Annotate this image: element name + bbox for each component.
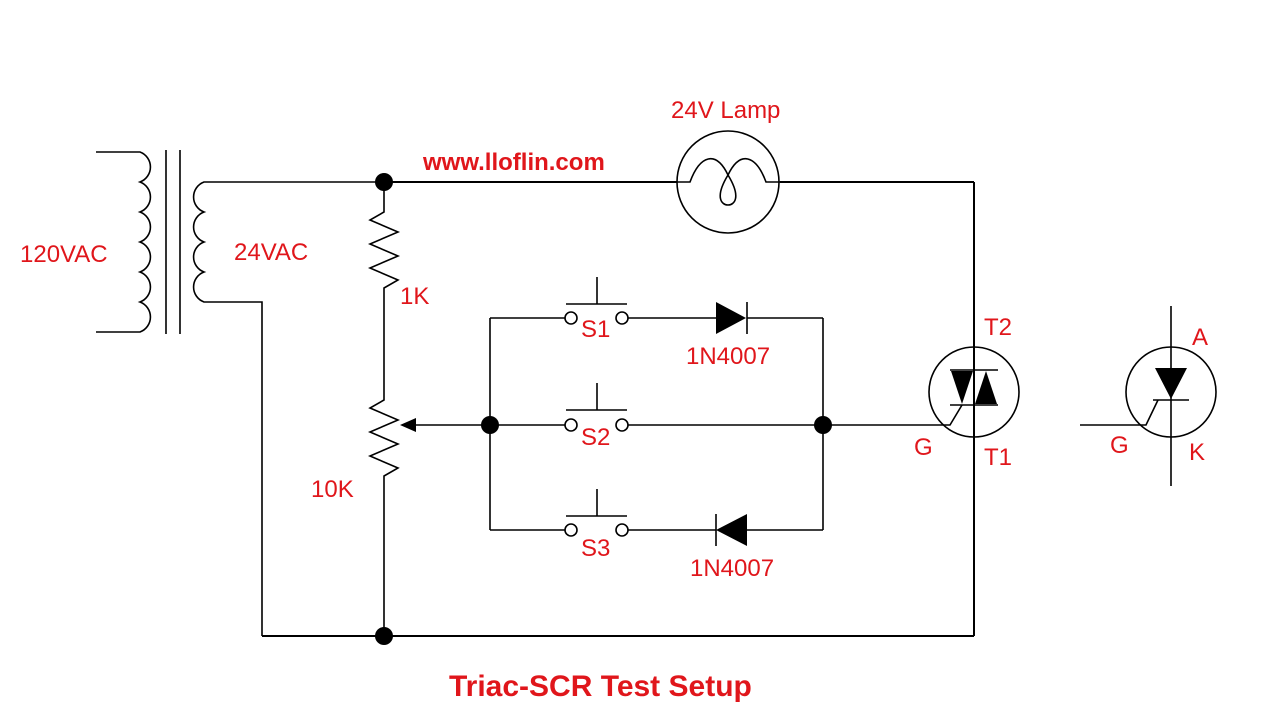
lamp: 24V Lamp <box>671 97 780 234</box>
switch-s3: S3 <box>490 489 716 562</box>
potentiometer-10k-label: 10K <box>311 476 354 503</box>
lamp-bulb <box>676 130 780 234</box>
top-rail <box>384 181 975 636</box>
primary-voltage-label: 120VAC <box>20 241 108 268</box>
scr-body <box>1125 346 1217 438</box>
scr-gate-label: G <box>1110 432 1129 459</box>
switch-s3-label: S3 <box>581 535 610 562</box>
triac-t1-label: T1 <box>984 444 1012 471</box>
switch-network: S1 1N4007 S2 S3 <box>489 277 936 582</box>
lamp-label: 24V Lamp <box>671 97 780 124</box>
triac-gate-label: G <box>914 434 933 461</box>
potentiometer-wiper-arrow <box>400 418 416 432</box>
triac-t2-label: T2 <box>984 314 1012 341</box>
lamp-filament <box>677 157 780 206</box>
switch-s1: S1 <box>490 277 716 343</box>
diode-d1: 1N4007 <box>686 302 823 370</box>
scr-cathode-label: K <box>1189 439 1205 466</box>
switch-s2-label: S2 <box>581 424 610 451</box>
watermark-url: www.lloflin.com <box>422 149 605 176</box>
resistor-1k-label: 1K <box>400 283 429 310</box>
junction-dots <box>375 173 832 645</box>
secondary-winding <box>192 181 384 636</box>
diagram-title: Triac-SCR Test Setup <box>449 670 752 703</box>
triac: T2 T1 G <box>914 182 1020 636</box>
resistor-1k: 1K <box>367 182 429 392</box>
secondary-voltage-label: 24VAC <box>234 239 308 266</box>
potentiometer-10k: 10K <box>311 392 490 636</box>
switch-s2: S2 <box>490 383 823 451</box>
junction-left-bus <box>481 416 499 434</box>
junction-right-bus <box>814 416 832 434</box>
diode-d2: 1N4007 <box>690 514 823 582</box>
junction-bottom <box>375 627 393 645</box>
junction-top <box>375 173 393 191</box>
diode-d1-label: 1N4007 <box>686 343 770 370</box>
primary-winding <box>96 151 152 333</box>
diode-d2-label: 1N4007 <box>690 555 774 582</box>
scr: A K G <box>1080 306 1217 486</box>
switch-s1-label: S1 <box>581 316 610 343</box>
transformer: 120VAC 24VAC <box>20 150 384 636</box>
scr-anode-label: A <box>1192 324 1208 351</box>
